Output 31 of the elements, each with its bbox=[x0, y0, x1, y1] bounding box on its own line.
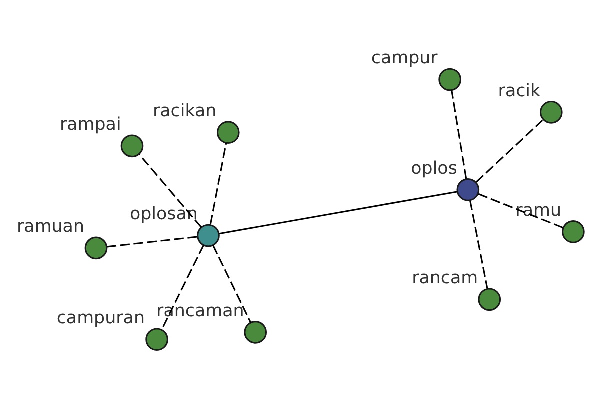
node-label: rancam bbox=[412, 268, 478, 289]
node-circle bbox=[197, 224, 220, 248]
connector bbox=[107, 236, 198, 248]
connector bbox=[212, 245, 252, 324]
node-label: racik bbox=[498, 81, 541, 102]
node-circle bbox=[478, 288, 502, 312]
connector bbox=[210, 143, 228, 225]
node-label: oplosan bbox=[130, 204, 198, 225]
node-circle bbox=[438, 68, 462, 92]
connector bbox=[451, 90, 468, 180]
node-circle bbox=[84, 236, 108, 260]
connector bbox=[476, 120, 544, 183]
connector bbox=[470, 200, 488, 289]
node-circle bbox=[540, 101, 563, 124]
node-circle bbox=[120, 134, 144, 158]
node-label: oplos bbox=[411, 158, 458, 179]
connector bbox=[138, 154, 202, 228]
node-circle bbox=[244, 321, 268, 344]
node-circle bbox=[216, 121, 240, 144]
node-label: campur bbox=[371, 48, 438, 69]
connector bbox=[478, 193, 564, 229]
connector bbox=[219, 191, 458, 235]
node-label: ramu bbox=[516, 200, 562, 221]
node-label: campuran bbox=[56, 308, 145, 329]
node-label: ramuan bbox=[17, 217, 85, 238]
node-label: rancaman bbox=[156, 301, 244, 322]
node-label: racikan bbox=[152, 102, 217, 122]
node-circle bbox=[146, 328, 168, 352]
node-label: rampai bbox=[60, 115, 122, 136]
node-circle bbox=[456, 178, 480, 202]
node-circle bbox=[562, 220, 585, 244]
